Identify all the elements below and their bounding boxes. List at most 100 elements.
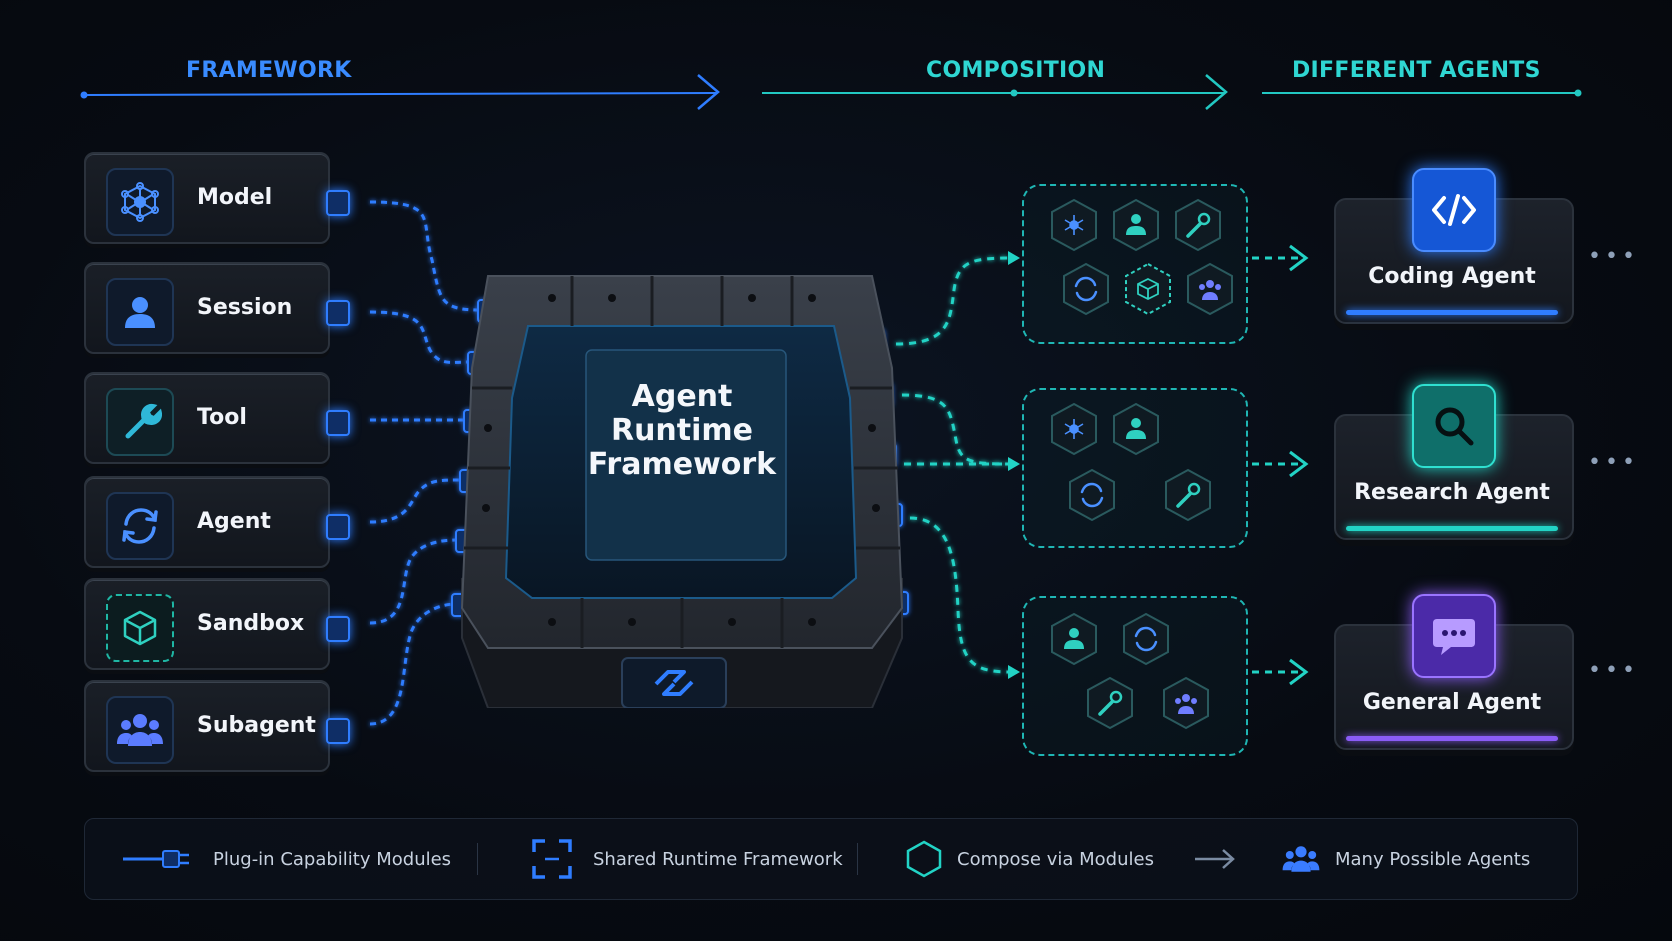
module-label: Agent Loop bbox=[197, 509, 271, 622]
plug-icon bbox=[123, 850, 189, 868]
neural-network-icon bbox=[1064, 215, 1084, 235]
hex-group bbox=[1163, 676, 1209, 730]
core-title-line-2: Runtime bbox=[610, 413, 754, 448]
arrow-right-icon bbox=[1195, 849, 1235, 869]
group-icon bbox=[1175, 694, 1197, 714]
loop-arrows-icon bbox=[1134, 626, 1158, 652]
connector-sandbox bbox=[369, 538, 457, 625]
module-session[interactable]: Session bbox=[84, 262, 350, 354]
loop-arrows-icon bbox=[1074, 276, 1098, 302]
hex-user bbox=[1113, 198, 1159, 252]
framework-frame bbox=[460, 275, 904, 709]
agent-name: Coding Agent bbox=[1368, 264, 1536, 289]
cube-icon bbox=[1137, 277, 1159, 301]
composition-arrowheads bbox=[1008, 251, 1020, 679]
module-connectors bbox=[369, 200, 481, 726]
user-icon bbox=[1064, 628, 1084, 649]
composition-connectors bbox=[895, 256, 1011, 674]
agent-name: Research Agent bbox=[1354, 480, 1550, 505]
neural-network-icon bbox=[1064, 419, 1084, 439]
wrench-icon bbox=[1176, 482, 1201, 508]
legend-item-arrow bbox=[1193, 819, 1237, 899]
loop-arrows-icon bbox=[106, 492, 174, 560]
agents-header-line bbox=[1262, 89, 1582, 97]
legend: Plug-in Capability Modules Shared Runtim… bbox=[84, 818, 1578, 900]
wrench-icon bbox=[1098, 690, 1123, 716]
legend-item-compose: Compose via Modules bbox=[905, 819, 1154, 899]
more-agents-ellipsis-1: ••• bbox=[1588, 244, 1639, 269]
group-icon bbox=[1282, 846, 1320, 872]
hex-user bbox=[1113, 402, 1159, 456]
module-sandbox[interactable]: Sandbox bbox=[84, 578, 350, 670]
module-label: Subagent bbox=[197, 713, 316, 738]
chat-bubble-icon bbox=[1412, 594, 1496, 678]
module-model[interactable]: Model bbox=[84, 152, 350, 244]
legend-label: Many Possible Agents bbox=[1335, 848, 1531, 870]
legend-label: Shared Runtime Framework bbox=[593, 848, 843, 870]
frame-corners-icon bbox=[532, 839, 572, 879]
more-agents-ellipsis-3: ••• bbox=[1588, 658, 1639, 683]
agent-general[interactable]: General Agent bbox=[1334, 594, 1574, 750]
agent-arrowheads bbox=[1289, 244, 1309, 686]
plug-port bbox=[326, 190, 350, 216]
magnifier-icon bbox=[1412, 384, 1496, 468]
user-icon bbox=[1126, 418, 1146, 439]
legend-item-shared: Shared Runtime Framework bbox=[531, 819, 843, 899]
composition-box-3 bbox=[1022, 596, 1248, 756]
framework-header-arrow bbox=[80, 74, 720, 110]
connector-model bbox=[369, 200, 481, 312]
module-subagent[interactable]: Subagent bbox=[84, 680, 350, 772]
composition-header-arrow bbox=[762, 74, 1228, 110]
legend-item-many: Many Possible Agents bbox=[1281, 819, 1530, 899]
agent-connectors bbox=[1252, 256, 1300, 674]
code-brackets-icon bbox=[1412, 168, 1496, 252]
group-icon bbox=[106, 696, 174, 764]
hex-group bbox=[1187, 262, 1233, 316]
neural-network-icon bbox=[106, 168, 174, 236]
legend-divider bbox=[477, 843, 478, 875]
user-icon bbox=[1126, 214, 1146, 235]
connector-to-comp-1 bbox=[895, 256, 1011, 346]
core-title-line-3: Framework bbox=[587, 447, 777, 482]
agent-name: General Agent bbox=[1362, 690, 1542, 715]
composition-box-1 bbox=[1022, 184, 1248, 344]
connector-subagent bbox=[369, 602, 457, 726]
core-title-line-1: Agent bbox=[631, 379, 733, 414]
agent-research[interactable]: Research Agent bbox=[1334, 384, 1574, 540]
wrench-icon bbox=[106, 388, 174, 456]
connector-session bbox=[369, 310, 471, 364]
plug-port bbox=[326, 718, 350, 744]
composition-header: COMPOSITION bbox=[926, 58, 1106, 83]
group-icon bbox=[1199, 280, 1221, 300]
framework-header: FRAMEWORK bbox=[186, 58, 352, 83]
hex-user bbox=[1051, 612, 1097, 666]
legend-divider bbox=[857, 843, 858, 875]
hex-loop bbox=[1063, 262, 1109, 316]
module-label: Session bbox=[197, 295, 293, 320]
composition-box-2 bbox=[1022, 388, 1248, 548]
connector-to-comp-3 bbox=[909, 516, 1011, 674]
legend-label: Plug-in Capability Modules bbox=[213, 848, 452, 870]
plug-port bbox=[326, 410, 350, 436]
plug-port bbox=[326, 616, 350, 642]
hex-loop bbox=[1069, 468, 1115, 522]
user-icon bbox=[106, 278, 174, 346]
module-tool[interactable]: Tool bbox=[84, 372, 350, 464]
different-agents-header: DIFFERENT AGENTS bbox=[1292, 58, 1541, 83]
legend-label: Compose via Modules bbox=[957, 848, 1154, 870]
module-label: Sandbox bbox=[197, 611, 305, 636]
connector-to-comp-2 bbox=[901, 393, 1011, 466]
agent-coding[interactable]: Coding Agent bbox=[1334, 168, 1574, 324]
cube-icon bbox=[106, 594, 174, 662]
agent-runtime-framework[interactable]: Agent Runtime Framework bbox=[452, 248, 912, 709]
module-label: Model bbox=[197, 185, 273, 210]
hex-loop bbox=[1123, 612, 1169, 666]
link-chain-icon bbox=[654, 670, 694, 696]
legend-item-plugin: Plug-in Capability Modules bbox=[123, 819, 451, 899]
plug-port bbox=[326, 300, 350, 326]
module-agent-loop[interactable]: Agent Loop bbox=[84, 476, 350, 622]
plug-port bbox=[326, 514, 350, 540]
loop-arrows-icon bbox=[1080, 482, 1104, 508]
connector-agent-loop bbox=[369, 478, 463, 524]
